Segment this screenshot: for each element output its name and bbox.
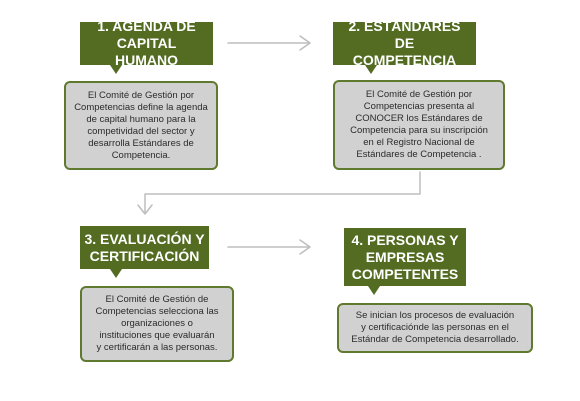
step-4-title-line-2: EMPRESAS — [365, 248, 445, 265]
step-2-description: El Comité de Gestión por Competencias pr… — [333, 80, 505, 170]
step-1-desc-line-2: Competencias define la agenda — [74, 101, 208, 113]
step-1-title: 1. AGENDA DE CAPITAL HUMANO — [80, 18, 213, 74]
step-3-desc-line-2: Competencias selecciona las — [95, 306, 219, 317]
step-2-desc-line-1: El Comité de Gestión por — [365, 89, 473, 100]
step-2-title-line-2: COMPETENCIA — [352, 52, 457, 68]
step-2-desc-line-3: CONOCER los Estándares de — [355, 113, 483, 124]
step-3-desc-line-4: instituciones que evaluarán — [99, 330, 215, 341]
step-4-title-line-3: COMPETENTES — [351, 265, 459, 282]
step-3-desc-line-5: y certificarán a las personas. — [96, 342, 218, 353]
step-2-title: 2. ESTÁNDARES DE COMPETENCIA — [333, 18, 476, 74]
step-1-desc-line-5: desarrolla Estándares de — [88, 137, 194, 149]
step-1-title-pointer — [110, 65, 122, 74]
step-1-title-line-1: 1. AGENDA DE — [97, 18, 196, 34]
step-2-title-line-1: 2. ESTÁNDARES DE — [348, 18, 461, 51]
step-2-title-pointer — [365, 65, 377, 74]
step-1-desc-line-3: de capital humano para la — [86, 113, 196, 125]
step-2-desc-line-6: Estándares de Competencia . — [356, 149, 482, 160]
step-3-desc-line-3: organizaciones o — [121, 318, 193, 329]
step-2-desc-line-5: en el Registro Nacional de — [363, 137, 475, 148]
step-3-description: El Comité de Gestión de Competencias sel… — [80, 286, 234, 362]
arrow-3-to-4 — [227, 239, 311, 255]
step-4-title: 4. PERSONAS Y EMPRESAS COMPETENTES — [344, 228, 466, 295]
step-3-desc-line-1: El Comité de Gestión de — [105, 294, 209, 305]
step-4-title-line-1: 4. PERSONAS Y — [351, 231, 459, 248]
step-1-desc-line-4: competividad del sector y — [87, 125, 195, 137]
step-4-desc-line-2: y certificaciónde las personas en el — [361, 322, 509, 333]
arrow-2-to-3 — [137, 171, 421, 215]
step-1-description: El Comité de Gestión por Competencias de… — [64, 81, 218, 170]
step-4-desc-line-3: Estándar de Competencia desarrollado. — [351, 334, 519, 345]
step-4-title-pointer — [368, 286, 380, 295]
step-4-desc-line-1: Se inician los procesos de evaluación — [355, 310, 515, 321]
step-4-description: Se inician los procesos de evaluación y … — [337, 303, 533, 353]
step-3-title-line-1: 3. EVALUACIÓN Y — [84, 230, 205, 247]
step-1-title-line-2: CAPITAL HUMANO — [115, 35, 178, 68]
arrow-1-to-2 — [227, 35, 311, 51]
step-3-title-line-2: CERTIFICACIÓN — [89, 247, 200, 264]
step-1-desc-line-6: Competencia. — [111, 149, 171, 161]
step-1-desc-line-1: El Comité de Gestión por — [87, 89, 195, 101]
step-3-title: 3. EVALUACIÓN Y CERTIFICACIÓN — [80, 226, 209, 278]
step-2-desc-line-2: Competencias presenta al — [363, 101, 475, 112]
step-3-title-pointer — [110, 269, 122, 278]
step-2-desc-line-4: Competencia para su inscripción — [350, 125, 488, 136]
